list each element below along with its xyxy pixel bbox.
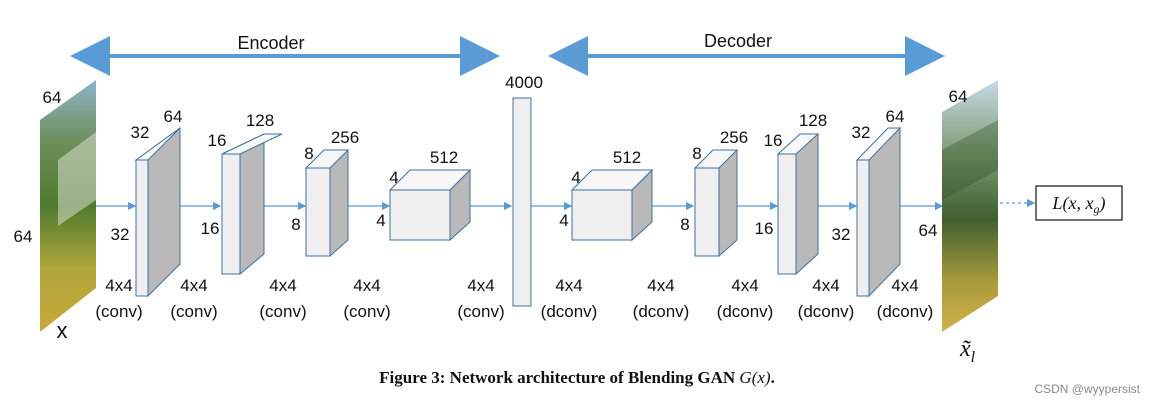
enc3-width: 8 xyxy=(291,215,300,234)
encoder-label: Encoder xyxy=(237,33,304,53)
enc4-height: 4 xyxy=(389,168,398,187)
decoder-block-2 xyxy=(693,149,739,257)
decoder-block-3 xyxy=(776,133,820,275)
decoder-block-1 xyxy=(570,168,654,242)
encoder-block-1 xyxy=(134,127,181,298)
figure-caption: Figure 3: Network architecture of Blendi… xyxy=(0,368,1154,388)
dec3-op: (dconv) xyxy=(717,302,774,321)
dec2-depth: 256 xyxy=(720,128,748,147)
output-name-label: x̃l xyxy=(959,336,976,365)
input-image xyxy=(40,80,96,332)
output-height-label: 64 xyxy=(919,221,938,240)
dec3-height: 16 xyxy=(764,131,783,150)
encoder-block-2 xyxy=(221,133,283,275)
loss-box xyxy=(1035,185,1123,221)
enc4-width: 4 xyxy=(376,211,385,230)
decoder-label: Decoder xyxy=(704,31,772,51)
bottleneck-op: (conv) xyxy=(457,302,504,321)
caption-math: G(x) xyxy=(739,368,771,387)
enc2-width: 16 xyxy=(201,219,220,238)
dec2-op: (dconv) xyxy=(633,302,690,321)
dec2-height: 8 xyxy=(692,144,701,163)
out-op: (dconv) xyxy=(877,302,934,321)
enc3-height: 8 xyxy=(304,144,313,163)
bottleneck-bar xyxy=(512,97,532,307)
enc1-height: 32 xyxy=(131,123,150,142)
dec4-kernel: 4x4 xyxy=(812,276,839,295)
enc2-height: 16 xyxy=(208,131,227,150)
caption-period: . xyxy=(770,368,775,387)
dec4-height: 32 xyxy=(852,123,871,142)
dec1-depth: 512 xyxy=(613,148,641,167)
architecture-diagram: Encoder Decoder 64 64 x 64 32 32 4x4 (co… xyxy=(14,31,1123,366)
encoder-block-3 xyxy=(304,149,350,257)
enc2-op: (conv) xyxy=(170,302,217,321)
decoder-block-4 xyxy=(855,127,902,298)
output-image xyxy=(942,80,998,332)
bottleneck-kernel: 4x4 xyxy=(467,276,494,295)
dec4-width: 32 xyxy=(832,225,851,244)
dec3-depth: 128 xyxy=(799,111,827,130)
encoder-block-4 xyxy=(388,168,472,242)
dec3-kernel: 4x4 xyxy=(731,276,758,295)
enc1-op: (conv) xyxy=(95,302,142,321)
watermark: CSDN @wyypersist xyxy=(1034,382,1140,396)
enc2-kernel: 4x4 xyxy=(180,276,207,295)
dec4-depth: 64 xyxy=(886,107,905,126)
dec1-width: 4 xyxy=(559,211,568,230)
enc1-kernel: 4x4 xyxy=(105,276,132,295)
dec1-height: 4 xyxy=(571,168,580,187)
dec1-kernel: 4x4 xyxy=(555,276,582,295)
enc1-width: 32 xyxy=(111,225,130,244)
enc3-depth: 256 xyxy=(331,128,359,147)
input-name-label: x xyxy=(57,318,68,343)
input-width-label: 64 xyxy=(43,88,62,107)
input-height-label: 64 xyxy=(14,227,33,246)
enc3-op: (conv) xyxy=(259,302,306,321)
enc1-depth: 64 xyxy=(164,107,183,126)
dec2-width: 8 xyxy=(680,215,689,234)
loss-label: L(x, xg) xyxy=(1052,193,1106,216)
bottleneck-size: 4000 xyxy=(505,73,543,92)
out-kernel: 4x4 xyxy=(891,276,918,295)
enc4-op: (conv) xyxy=(343,302,390,321)
enc4-kernel: 4x4 xyxy=(353,276,380,295)
dec2-kernel: 4x4 xyxy=(647,276,674,295)
enc2-depth: 128 xyxy=(246,111,274,130)
dec1-op: (dconv) xyxy=(541,302,598,321)
output-width-label: 64 xyxy=(949,87,968,106)
dec3-width: 16 xyxy=(755,219,774,238)
dec4-op: (dconv) xyxy=(798,302,855,321)
enc3-kernel: 4x4 xyxy=(269,276,296,295)
enc4-depth: 512 xyxy=(430,148,458,167)
caption-text: Figure 3: Network architecture of Blendi… xyxy=(379,368,740,387)
